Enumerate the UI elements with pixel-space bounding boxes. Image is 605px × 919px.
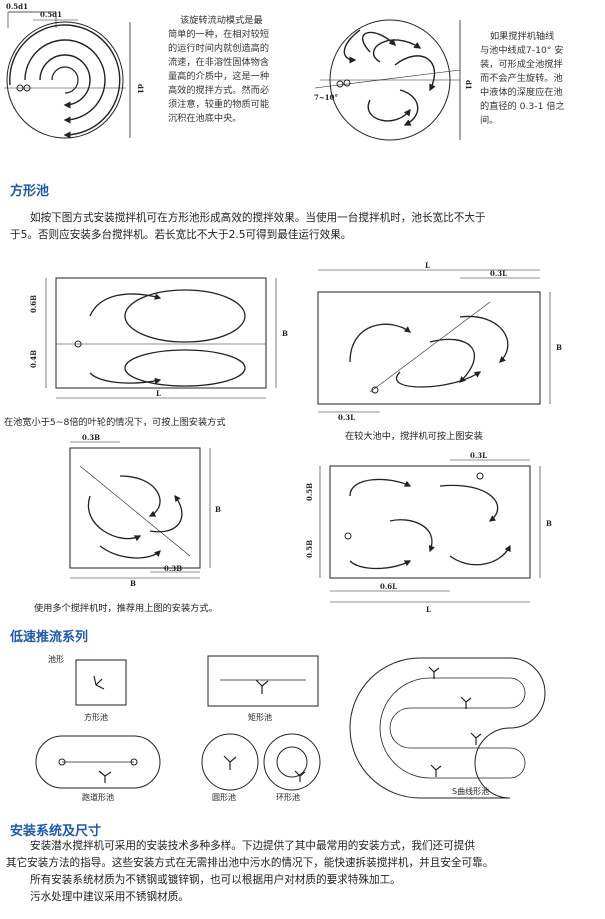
dim-B-2: B: [556, 343, 562, 352]
square-paragraph: 如按下图方式安装搅拌机可在方形池形成高效的搅拌效果。当使用一台搅拌机时，池长宽比…: [10, 212, 486, 241]
caption-diagram-2: 在较大池中，搅拌机可按上图安装: [345, 431, 483, 442]
section-title-square: 方形池: [10, 184, 50, 199]
section-title-install: 安装系统及尺寸: [10, 824, 102, 839]
dim-B-3: B: [215, 505, 221, 514]
label-s-pool: S曲线形池: [452, 787, 490, 796]
label-track-pool: 跑道形池: [82, 793, 114, 802]
dim-L: L: [156, 389, 161, 398]
dim-0.5d1-a: 0.5d1: [6, 2, 28, 11]
label-ring-pool: 环形池: [276, 793, 300, 802]
dim-L-2: L: [425, 261, 430, 270]
section-title-lowspeed: 低速推流系列: [10, 630, 89, 645]
rotation-flow-text: 该旋转流动模式是最 简单的一种，在相对较短 的运行时间内就创造高的 流速，在非溶…: [168, 15, 270, 124]
dim-0.5d1-b: 0.5d1: [40, 10, 62, 19]
dim-0.5B-b: 0.5B: [305, 540, 314, 558]
caption-diagram-1: 在池宽小于5~8倍的叶轮的情况下，可按上图安装方式: [4, 417, 226, 428]
dim-0.3B-top: 0.3B: [82, 433, 100, 442]
dim-d1: d1: [136, 84, 145, 94]
dim-B-4: B: [546, 519, 552, 528]
dim-0.3B-bottom: 0.3B: [164, 564, 182, 573]
dim-0.4B: 0.4B: [29, 350, 38, 368]
label-rect-pool: 矩形池: [248, 713, 272, 722]
dim-0.3L-4: 0.3L: [470, 451, 487, 460]
pool-shape-label: 池形: [48, 655, 64, 664]
angled-flow-diagram: 7~10° d1: [314, 19, 473, 141]
lowspeed-diagrams: [35, 655, 546, 799]
dim-d1-right: d1: [464, 80, 473, 90]
dim-L-4: L: [426, 605, 431, 614]
square-diagram-4: 0.3L 0.5B 0.5B B 0.6L L: [305, 451, 552, 614]
angle-label: 7~10°: [314, 93, 338, 102]
label-square-pool: 方形池: [84, 713, 108, 722]
dim-0.6L: 0.6L: [380, 582, 397, 591]
dim-B: B: [282, 329, 288, 338]
install-paragraph: 安装潜水搅拌机可采用的安装技术多种多样。下边提供了其中最常用的安装方式，我们还可…: [6, 840, 494, 903]
rotation-flow-diagram: 0.5d1 0.5d1 d1: [4, 2, 145, 139]
angled-flow-text: 如果搅拌机轴线 与池中线成7-10° 安 装，可形成全池搅拌 而不会产生旋转。池…: [480, 31, 565, 126]
label-round-pool: 圆形池: [212, 793, 236, 802]
dim-0.3L-bottom: 0.3L: [338, 413, 355, 422]
dim-B-3-bottom: B: [130, 579, 136, 588]
dim-0.3L-top: 0.3L: [490, 269, 507, 278]
square-diagram-2: L 0.3L B 0.3L: [317, 261, 562, 422]
square-diagram-1: 0.6B 0.4B B L: [29, 277, 288, 399]
dim-0.5B-a: 0.5B: [305, 483, 314, 501]
square-diagram-3: 0.3B B B 0.3B: [69, 433, 221, 588]
dim-0.6B: 0.6B: [29, 295, 38, 313]
caption-diagram-3: 使用多个搅拌机时，推荐用上图的安装方式。: [34, 603, 218, 614]
